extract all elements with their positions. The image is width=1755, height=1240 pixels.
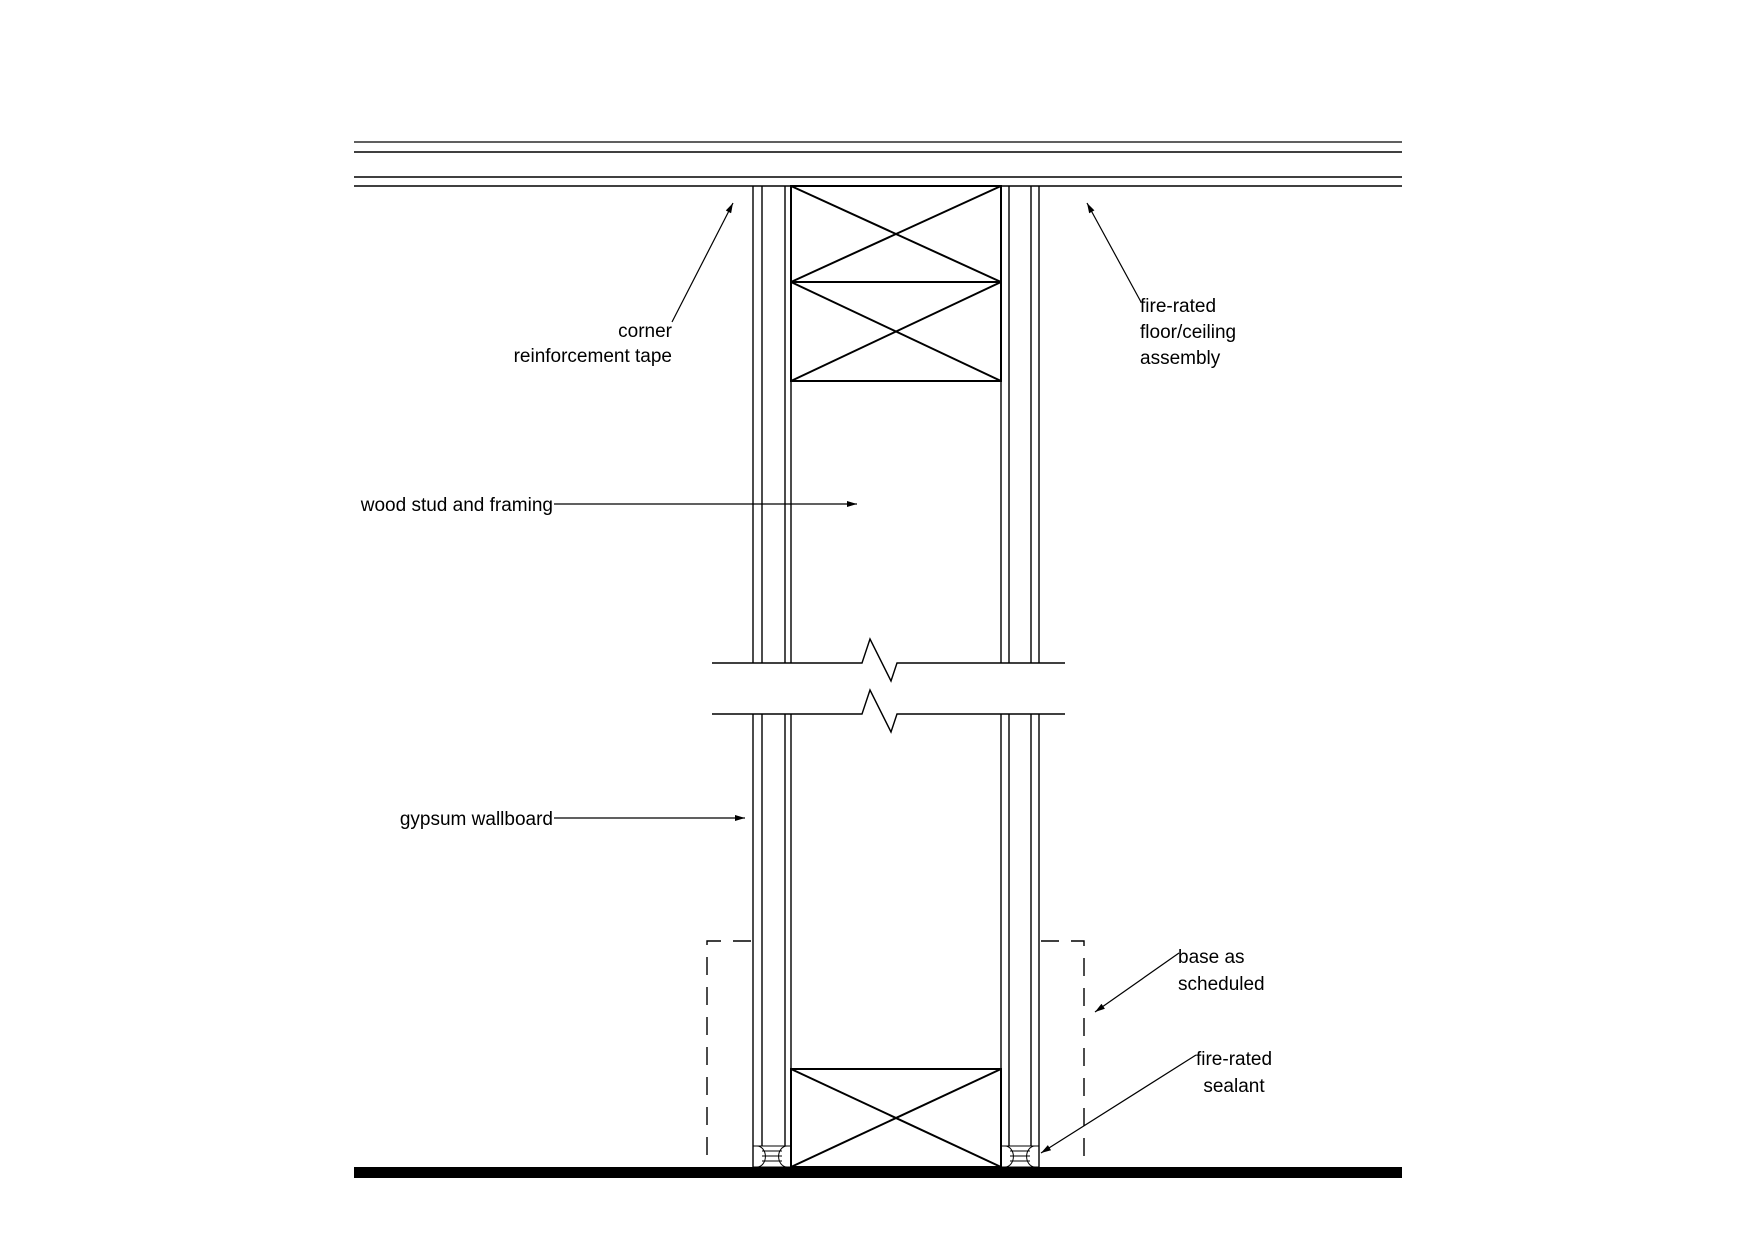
base-outline — [706, 940, 1085, 1167]
sealant-right — [1000, 1145, 1040, 1168]
label-line: corner — [618, 321, 673, 342]
leader-sealant — [1040, 1054, 1197, 1154]
fire-rated-sealant-joints — [752, 1145, 1040, 1168]
label-line: base as — [1178, 947, 1245, 968]
floor-slab — [354, 1167, 1402, 1178]
gypsum-wallboard-upper — [752, 186, 1040, 663]
gypsum-wallboard-lower — [752, 714, 1040, 1167]
label-line: floor/ceiling — [1140, 322, 1236, 343]
label-floor-ceiling: fire-rated floor/ceiling assembly — [1140, 296, 1236, 369]
sealant-left — [752, 1145, 792, 1168]
top-plates — [790, 185, 1002, 382]
label-line: sealant — [1203, 1076, 1265, 1097]
label-corner-tape: corner reinforcement tape — [514, 321, 673, 367]
label-line: scheduled — [1178, 974, 1265, 995]
break-lines — [712, 637, 1065, 734]
label-line: assembly — [1140, 348, 1221, 369]
leader-base — [1094, 952, 1180, 1013]
label-gypsum: gypsum wallboard — [400, 809, 553, 830]
bottom-plate — [790, 1068, 1002, 1168]
label-line: reinforcement tape — [514, 346, 672, 367]
label-sealant: fire-rated sealant — [1196, 1049, 1272, 1097]
label-wood-stud: wood stud and framing — [360, 495, 553, 516]
leader-floor-ceiling — [1086, 202, 1142, 303]
floor-ceiling-assembly — [354, 141, 1402, 187]
leader-lines — [554, 202, 1197, 1154]
label-base: base as scheduled — [1178, 947, 1265, 995]
leader-corner-tape — [671, 202, 734, 323]
label-line: fire-rated — [1140, 296, 1216, 317]
label-line: fire-rated — [1196, 1049, 1272, 1070]
